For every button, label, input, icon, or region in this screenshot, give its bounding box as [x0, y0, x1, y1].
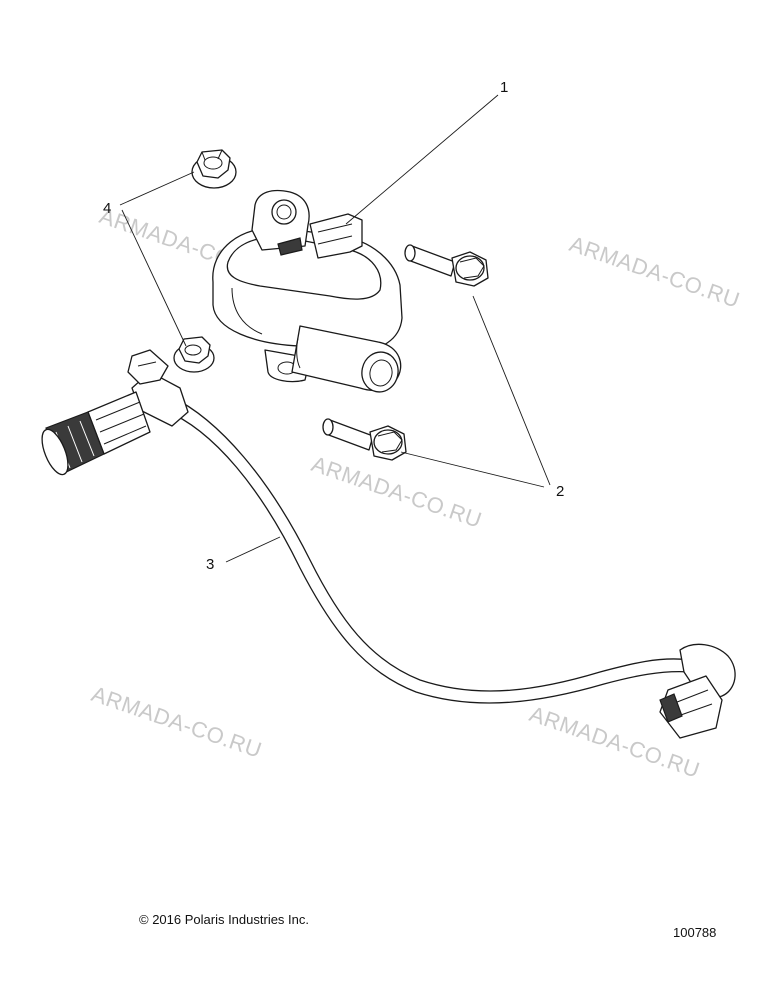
- watermark-2: ARMADA-CO.RU: [566, 231, 743, 313]
- callout-2: 2: [556, 483, 564, 500]
- bolt-lower: [322, 418, 407, 461]
- copyright-notice: © 2016 Polaris Industries Inc.: [139, 912, 309, 927]
- leader-lines: [119, 94, 551, 563]
- leader-1: [345, 94, 499, 225]
- callout-4: 4: [103, 200, 111, 217]
- figure-number: 100788: [673, 925, 717, 940]
- leader-2-upper: [472, 295, 551, 486]
- callout-3: 3: [206, 556, 214, 573]
- leader-2-lower: [400, 451, 545, 488]
- ignition-coil: [212, 189, 403, 393]
- leader-4-upper: [119, 171, 195, 206]
- callout-1: 1: [500, 79, 508, 96]
- callout-labels: 1 2 3 4: [103, 79, 564, 573]
- bolt-upper: [404, 244, 489, 287]
- leader-3: [225, 536, 281, 563]
- leader-4-lower: [121, 209, 187, 347]
- flange-nut-upper: [191, 149, 237, 189]
- watermark-4: ARMADA-CO.RU: [88, 681, 265, 763]
- spark-plug-wire: [41, 349, 736, 739]
- watermark-3: ARMADA-CO.RU: [308, 451, 485, 533]
- watermarks: ARMADA-CO.RU ARMADA-CO.RU ARMADA-CO.RU A…: [88, 203, 743, 783]
- flange-nut-lower: [173, 336, 215, 373]
